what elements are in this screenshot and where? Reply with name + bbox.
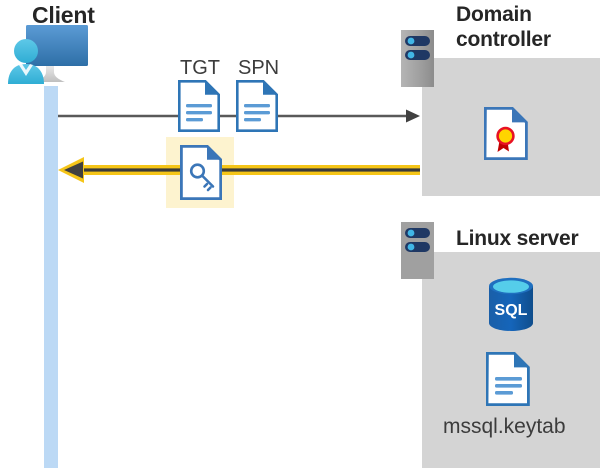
tgt-document-icon [178, 80, 220, 137]
keytab-document-icon [485, 352, 530, 411]
sql-database-icon: SQL [485, 277, 537, 337]
page-title-linux-server: Linux server [456, 227, 579, 250]
request-arrow [58, 108, 420, 124]
page-title-domain-controller: Domain controller [456, 2, 596, 52]
spn-document-icon [236, 80, 278, 137]
certificate-document-icon [483, 107, 528, 165]
linux-server-rack-icon [401, 222, 434, 279]
domain-controller-title-line1: Domain [456, 3, 532, 26]
response-arrow [58, 155, 420, 185]
domain-controller-title-line2: controller [456, 28, 551, 51]
keytab-file-label: mssql.keytab [443, 415, 566, 438]
client-lifeline [44, 86, 58, 468]
page-title-client: Client [32, 2, 95, 28]
user-workstation-icon [6, 22, 96, 88]
spn-document-label: SPN [238, 57, 280, 79]
domain-controller-server-rack-icon [401, 30, 434, 87]
tgt-document-label: TGT [180, 57, 220, 79]
key-document-icon [180, 145, 223, 205]
sql-database-label: SQL [495, 302, 528, 319]
